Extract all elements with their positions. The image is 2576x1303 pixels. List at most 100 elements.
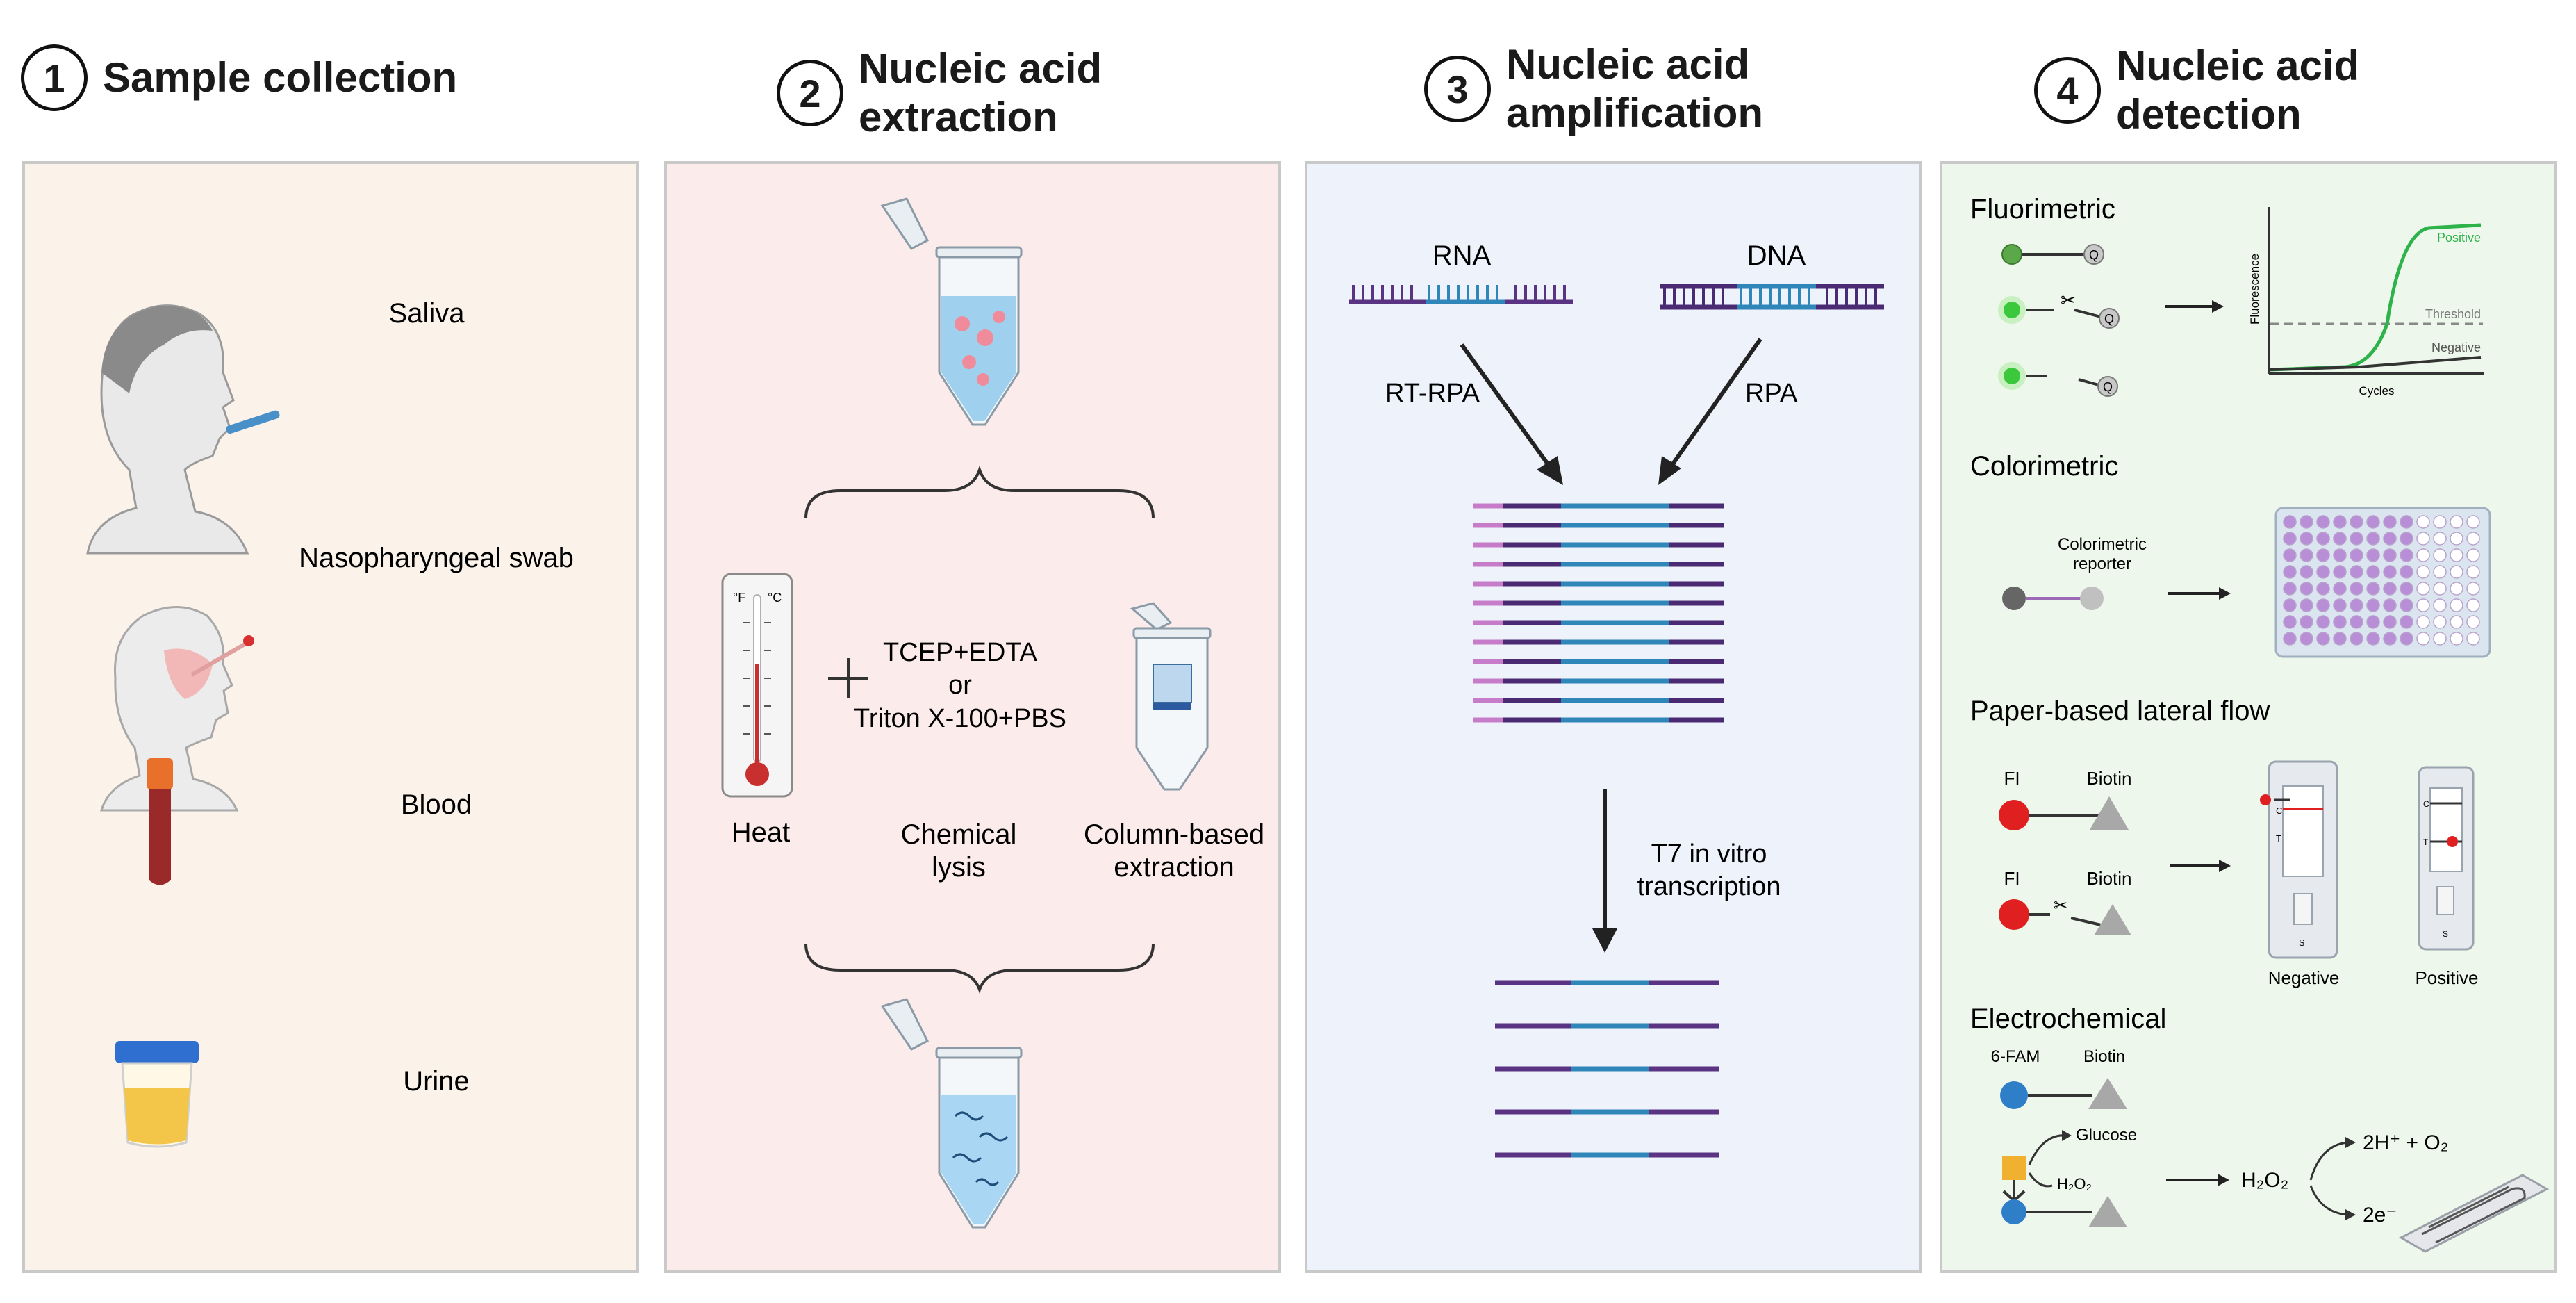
reagent-line-1: TCEP+EDTA [883, 638, 1038, 667]
well [2300, 615, 2313, 629]
step-4-header: 4 Nucleic acid detection [2034, 42, 2359, 139]
negative-curve [2270, 356, 2482, 371]
reagent-line-2: or [948, 671, 972, 700]
chemical-lysis-line-1: Chemical [901, 819, 1017, 850]
colorimetric-reporter-line-2: reporter [2073, 555, 2131, 573]
well [2283, 582, 2297, 596]
well [2366, 615, 2380, 629]
well [2466, 565, 2480, 579]
well [2383, 565, 2397, 579]
amplification-drawing: RNA DNA [1349, 240, 1884, 1158]
lf-fi-label-1: FI [2004, 768, 2020, 789]
well [2383, 598, 2397, 612]
blood-label: Blood [401, 789, 472, 820]
ec-enzyme-complex-icon [2001, 1130, 2127, 1227]
dna-label: DNA [1747, 240, 1806, 271]
column-tube-icon [1130, 602, 1212, 791]
well [2333, 548, 2347, 562]
well [2383, 632, 2397, 646]
well [2383, 532, 2397, 546]
quencher-label: Q [2103, 380, 2113, 394]
amplicon [1473, 503, 1724, 528]
quencher-label: Q [2104, 312, 2114, 326]
well [2316, 565, 2330, 579]
lateral-flow-title: Paper-based lateral flow [1970, 696, 2270, 726]
electrode-strip-icon [2398, 1174, 2550, 1253]
urine-cup-icon [115, 1041, 199, 1148]
step-4-title-line1: Nucleic acid [2116, 42, 2360, 89]
well [2466, 515, 2480, 529]
swab-person-icon [100, 606, 254, 812]
rt-rpa-arrow [1460, 343, 1563, 485]
fluorescence-curve-chart: Fluorescence Cycles Positive Threshold N… [2248, 207, 2484, 398]
step-2-title-line2: extraction [859, 94, 1058, 140]
ec-biotin-label: Biotin [2083, 1047, 2125, 1066]
well [2300, 565, 2313, 579]
lateral-flow-arrow [2170, 860, 2231, 872]
plus-icon [828, 658, 868, 698]
scissors-icon: ✂ [2054, 896, 2067, 915]
step-3-title: Nucleic acid amplification [1506, 40, 1763, 138]
fluorimetric-arrow [2165, 300, 2224, 313]
well [2433, 598, 2447, 612]
well [2333, 582, 2347, 596]
step-2-header: 2 Nucleic acid extraction [777, 44, 1102, 142]
reagent-line-3: Triton X-100+PBS [854, 704, 1066, 733]
amplicon [1473, 581, 1724, 606]
well [2466, 598, 2480, 612]
ec-h2o2-small-label: H₂O₂ [2057, 1175, 2092, 1193]
rna-strand [1349, 285, 1573, 304]
well [2416, 515, 2430, 529]
well [2450, 582, 2463, 596]
extraction-panel: °F °C Heat TCEP+EDTA or Triton X-100+PBS… [664, 161, 1281, 1273]
step-3-title-line1: Nucleic acid [1506, 41, 1750, 88]
well [2333, 532, 2347, 546]
saliva-person-icon [86, 304, 280, 555]
negative-result-label: Negative [2268, 967, 2340, 988]
well [2416, 632, 2430, 646]
step-1-header: 1 Sample collection [21, 44, 457, 111]
well [2366, 632, 2380, 646]
lf-probe-intact [1999, 796, 2129, 830]
colorimetric-reporter-icon [2002, 587, 2104, 610]
well [2416, 598, 2430, 612]
well [2300, 548, 2313, 562]
well [2383, 615, 2397, 629]
lf-probe-cleaving: ✂ [1999, 896, 2131, 935]
well [2333, 615, 2347, 629]
lf-fi-label-2: FI [2004, 868, 2020, 889]
well [2316, 515, 2330, 529]
step-1-number: 1 [21, 44, 88, 111]
well [2350, 565, 2363, 579]
strip-t-mark: T [2276, 833, 2281, 844]
column-extraction-line-1: Column-based [1084, 819, 1264, 850]
blood-tube-icon [147, 758, 173, 885]
well [2466, 582, 2480, 596]
well [2400, 532, 2413, 546]
well [2416, 548, 2430, 562]
glucose-label: Glucose [2076, 1126, 2137, 1145]
well [2400, 515, 2413, 529]
well [2366, 532, 2380, 546]
well [2316, 598, 2330, 612]
ec-products-label: 2H⁺ + O₂ [2363, 1131, 2448, 1154]
positive-result-label: Positive [2415, 967, 2478, 988]
positive-label: Positive [2437, 231, 2481, 245]
negative-strip-icon: C T S [2260, 760, 2338, 959]
well [2450, 532, 2463, 546]
well [2350, 532, 2363, 546]
amplicon [1473, 698, 1724, 723]
well [2383, 548, 2397, 562]
dna-strand [1660, 284, 1884, 310]
well [2466, 532, 2480, 546]
well [2450, 548, 2463, 562]
thermometer-c-label: °C [768, 591, 782, 605]
well [2366, 598, 2380, 612]
bottom-brace [804, 943, 1155, 994]
well [2416, 532, 2430, 546]
chart-y-axis-label: Fluorescence [2248, 254, 2261, 325]
well [2366, 548, 2380, 562]
well [2283, 632, 2297, 646]
well [2400, 632, 2413, 646]
ec-probe-icon [2000, 1078, 2127, 1109]
